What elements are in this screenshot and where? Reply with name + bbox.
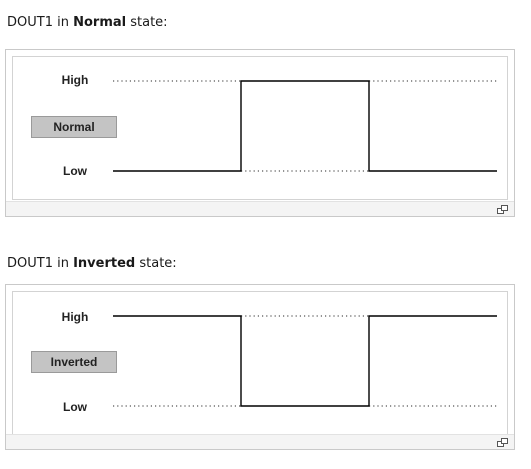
caption-suffix: state: (126, 15, 168, 30)
waveform-inverted (113, 315, 497, 407)
figure-inverted: High Low Inverted (5, 284, 515, 450)
caption-state: Normal (73, 15, 127, 30)
caption-suffix: state: (135, 256, 177, 271)
caption-prefix: DOUT1 in (7, 15, 74, 30)
level-label-low: Low (63, 164, 87, 178)
caption-inverted: DOUT1 in Inverted state: (7, 256, 177, 272)
figure-footer (6, 434, 514, 449)
figure-normal: High Low Normal (5, 49, 515, 217)
expand-icon[interactable] (497, 438, 508, 447)
expand-icon[interactable] (497, 205, 508, 214)
caption-normal: DOUT1 in Normal state: (7, 15, 168, 31)
caption-state: Inverted (73, 256, 136, 271)
level-label-high: High (61, 310, 89, 324)
level-label-low: Low (63, 400, 87, 414)
waveform-normal (113, 80, 497, 172)
signal-trace (113, 315, 497, 407)
caption-prefix: DOUT1 in (7, 256, 74, 271)
signal-trace (113, 80, 497, 172)
inverted-state-button[interactable]: Inverted (31, 351, 117, 373)
figure-footer (6, 201, 514, 216)
level-label-high: High (61, 73, 89, 87)
plot-area-inverted: High Low Inverted (12, 291, 508, 435)
normal-state-button[interactable]: Normal (31, 116, 117, 138)
plot-area-normal: High Low Normal (12, 56, 508, 200)
